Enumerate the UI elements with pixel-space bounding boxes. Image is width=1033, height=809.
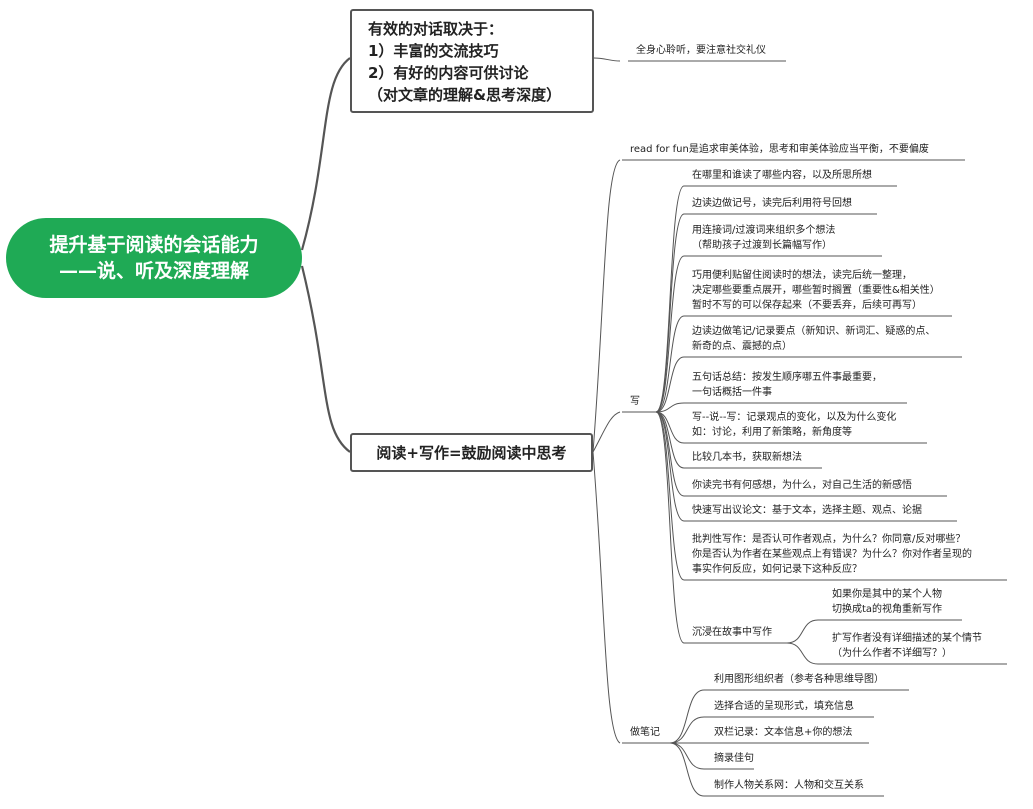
write-item-line: 用连接词/过渡词来组织多个想法	[692, 225, 836, 236]
write-item-line: 暂时不写的可以保存起来（不要丢弃，后续可再写）	[692, 300, 922, 311]
write-item-line: 批判性写作：是否认可作者观点，为什么？你同意/反对哪些？	[692, 534, 966, 545]
immerse-item[interactable]: 扩写作者没有详细描述的某个情节 （为什么作者不详细写？）	[832, 631, 982, 661]
write-branch-line	[655, 402, 685, 413]
notes-item-line: 双栏记录：文本信息+你的想法	[714, 727, 853, 738]
write-item-line: 事实作何反应，如何记录下这种反应？	[692, 564, 862, 575]
note-social-etiquette[interactable]: 全身心聆听，要注意社交礼仪	[636, 43, 766, 58]
notes-branch-line	[669, 716, 705, 744]
write-item[interactable]: 写--说--写：记录观点的变化，以及为什么变化如：讨论，利用了新策略，新角度等	[692, 410, 896, 440]
immerse-branch-line	[786, 642, 819, 665]
notes-item-line: 摘录佳句	[714, 753, 754, 764]
write-item-line: 你是否认为作者在某些观点上有错误？为什么？你对作者呈现的	[692, 549, 972, 560]
write-item[interactable]: 快速写出议论文：基于文本，选择主题、观点、论据	[692, 503, 922, 518]
write-branch-line	[655, 213, 685, 413]
branch2-to-top-item	[592, 159, 621, 453]
write-item-line: 一句话概括一件事	[692, 387, 772, 398]
branch2-to-write	[592, 411, 621, 453]
write-branch-line	[655, 255, 685, 413]
write-branch-line	[655, 315, 685, 413]
write-item-line: 巧用便利贴留住阅读时的想法，读完后统一整理，	[692, 270, 912, 281]
write-item-line: 边读边做笔记/记录要点（新知识、新词汇、疑惑的点、	[692, 326, 936, 337]
write-item[interactable]: 巧用便利贴留住阅读时的想法，读完后统一整理， 决定哪些要重点展开，哪些暂时搁置（重…	[692, 268, 940, 313]
write-item[interactable]: 用连接词/过渡词来组织多个想法 （帮助孩子过渡到长篇幅写作）	[692, 223, 835, 253]
write-item-line: 你读完书有何感想，为什么，对自己生活的新感悟	[692, 480, 912, 491]
branch2-title: 阅读+写作=鼓励阅读中思考	[376, 444, 567, 462]
notes-branch-line	[669, 742, 705, 770]
write-item[interactable]: 边读边做记号，读完后利用符号回想	[692, 196, 852, 211]
write-item-line: 边读边做记号，读完后利用符号回想	[692, 198, 852, 209]
branch1-line: 1）丰富的交流技巧	[368, 42, 499, 60]
notes-item-line: 选择合适的呈现形式，填充信息	[714, 701, 854, 712]
notes-item[interactable]: 双栏记录：文本信息+你的想法	[714, 725, 852, 740]
notes-item[interactable]: 选择合适的呈现形式，填充信息	[714, 699, 854, 714]
write-item[interactable]: 五句话总结：按发生顺序哪五件事最重要， 一句话概括一件事	[692, 370, 882, 400]
notes-node-line: 做笔记	[630, 727, 660, 738]
root-title-line1: 提升基于阅读的会话能力	[49, 234, 259, 256]
write-node-line: 写	[630, 396, 640, 407]
notes-item-line: 利用图形组织者（参考各种思维导图）	[714, 674, 884, 685]
root-node[interactable]: 提升基于阅读的会话能力 ——说、听及深度理解	[6, 218, 302, 298]
notes-branch-line	[669, 742, 705, 797]
notes-item[interactable]: 制作人物关系网：人物和交互关系	[714, 778, 864, 793]
write-branch-line	[655, 411, 685, 522]
branch1-line: （对文章的理解&思考深度）	[368, 86, 562, 104]
write-item-line: 如：讨论，利用了新策略，新角度等	[692, 427, 852, 438]
immerse-node[interactable]: 沉浸在故事中写作	[692, 625, 772, 640]
write-item-line: 新奇的点、震撼的点）	[692, 341, 792, 352]
write-item-line: 比较几本书，获取新想法	[692, 452, 802, 463]
immerse-item-line: 切换成ta的视角重新写作	[832, 604, 943, 615]
notes-item-line: 制作人物关系网：人物和交互关系	[714, 780, 864, 791]
immerse-item-line: 如果你是其中的某个人物	[832, 589, 942, 600]
write-branch-line	[655, 356, 685, 413]
notes-item[interactable]: 摘录佳句	[714, 751, 754, 766]
write-item-line: 五句话总结：按发生顺序哪五件事最重要，	[692, 372, 882, 383]
write-branch-line	[655, 411, 685, 644]
notes-item[interactable]: 利用图形组织者（参考各种思维导图）	[714, 672, 884, 687]
branch1-to-note	[593, 57, 621, 62]
immerse-item-line: 扩写作者没有详细描述的某个情节	[832, 633, 982, 644]
write-item-line: 快速写出议论文：基于文本，选择主题、观点、论据	[692, 505, 922, 516]
write-item[interactable]: 你读完书有何感想，为什么，对自己生活的新感悟	[692, 478, 912, 493]
write-branch-line	[655, 411, 685, 581]
note-social-etiquette-line: 全身心聆听，要注意社交礼仪	[636, 45, 766, 56]
immerse-branch-line	[786, 619, 819, 644]
root-title-line2: ——说、听及深度理解	[58, 260, 249, 282]
write-node[interactable]: 写	[630, 394, 640, 409]
write-item-line: 在哪里和谁读了哪些内容，以及所思所想	[692, 170, 872, 181]
write-item-line: 写--说--写：记录观点的变化，以及为什么变化	[692, 412, 897, 423]
branch1-line: 2）有好的内容可供讨论	[368, 64, 529, 82]
notes-branch-line	[669, 689, 705, 744]
write-item[interactable]: 批判性写作：是否认可作者观点，为什么？你同意/反对哪些？ 你是否认为作者在某些观点…	[692, 532, 972, 577]
write-item[interactable]: 比较几本书，获取新想法	[692, 450, 802, 465]
branch2-to-notes	[592, 451, 621, 744]
root-to-branch1	[300, 57, 351, 251]
immerse-item-line: （为什么作者不详细写？）	[832, 648, 952, 659]
branch1-line: 有效的对话取决于：	[368, 20, 504, 38]
write-item[interactable]: 边读边做笔记/记录要点（新知识、新词汇、疑惑的点、新奇的点、震撼的点）	[692, 324, 935, 354]
notes-node[interactable]: 做笔记	[630, 725, 660, 740]
branch-effective-dialogue[interactable]: 有效的对话取决于： 1）丰富的交流技巧 2）有好的内容可供讨论 （对文章的理解&…	[350, 9, 594, 113]
root-to-branch2	[300, 265, 351, 453]
write-branch-line	[655, 411, 685, 469]
note-read-for-fun-line: read for fun是追求审美体验，思考和审美体验应当平衡，不要偏废	[630, 144, 929, 155]
write-item-line: 决定哪些要重点展开，哪些暂时搁置（重要性&相关性）	[692, 285, 940, 296]
immerse-item[interactable]: 如果你是其中的某个人物切换成ta的视角重新写作	[832, 587, 942, 617]
branch-reading-writing[interactable]: 阅读+写作=鼓励阅读中思考	[350, 433, 593, 472]
write-branch-line	[655, 411, 685, 497]
immerse-node-line: 沉浸在故事中写作	[692, 627, 772, 638]
write-item[interactable]: 在哪里和谁读了哪些内容，以及所思所想	[692, 168, 872, 183]
note-read-for-fun[interactable]: read for fun是追求审美体验，思考和审美体验应当平衡，不要偏废	[630, 142, 929, 157]
write-item-line: （帮助孩子过渡到长篇幅写作）	[692, 240, 832, 251]
